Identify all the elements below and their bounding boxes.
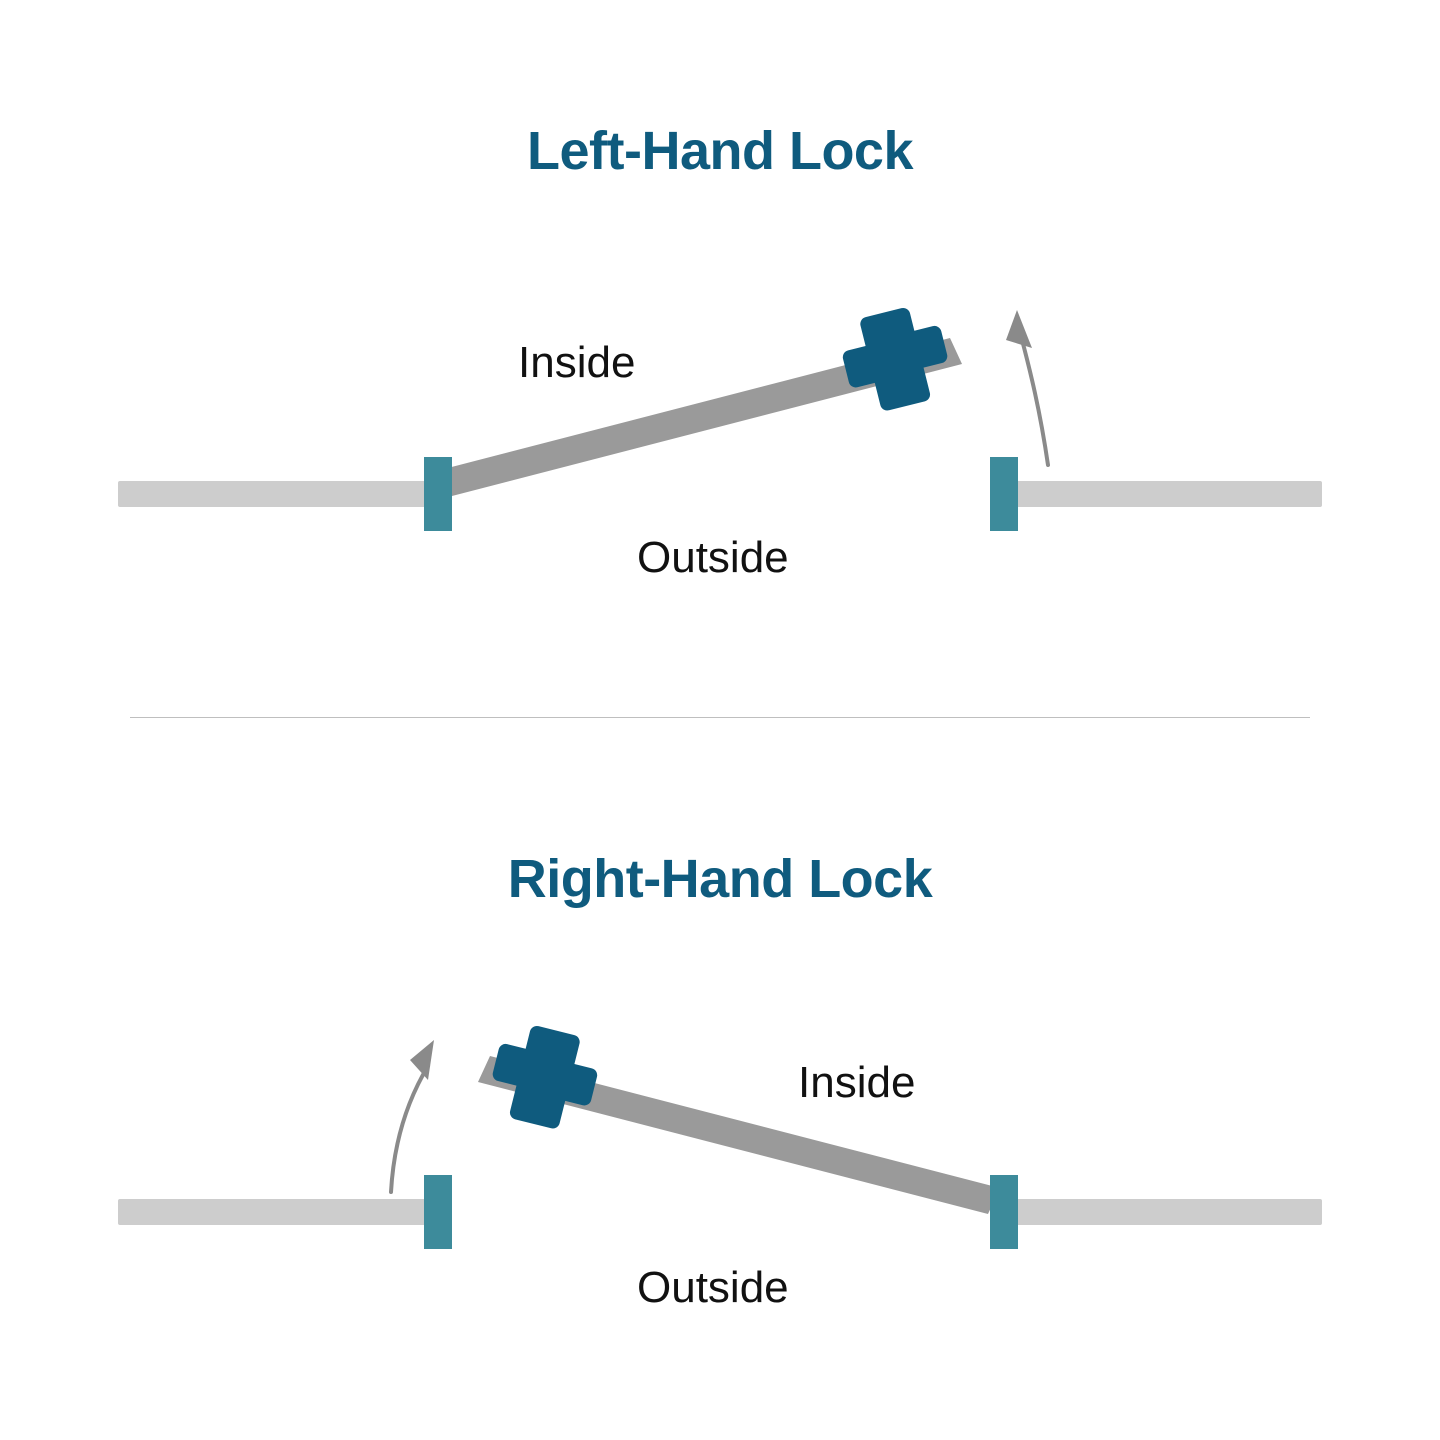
inside-label-left-hand: Inside	[518, 338, 636, 387]
wall-segment-left	[118, 1199, 438, 1225]
panel-left-hand-lock: Left-Hand Lock Inside Outside	[0, 0, 1440, 718]
outside-label-right-hand: Outside	[637, 1263, 789, 1312]
outside-label-left-hand: Outside	[637, 533, 789, 582]
panel-divider	[130, 717, 1310, 718]
wall-segment-right	[1004, 1199, 1322, 1225]
curved-arrow-icon	[1006, 310, 1050, 467]
door-panel	[440, 338, 962, 496]
page-title-right-hand: Right-Hand Lock	[507, 849, 933, 909]
door-jamb-marker-latch	[990, 457, 1018, 531]
lock-icon	[492, 1025, 598, 1129]
panel-right-hand-lock: Right-Hand Lock Inside Outside	[0, 718, 1440, 1440]
right-hand-lock-diagram	[118, 1025, 1322, 1249]
inside-label-right-hand: Inside	[798, 1058, 916, 1107]
lock-icon	[842, 307, 948, 411]
page-title-left-hand: Left-Hand Lock	[526, 121, 914, 181]
curved-arrow-icon	[389, 1040, 434, 1194]
left-hand-lock-diagram	[118, 307, 1322, 531]
wall-segment-left	[118, 481, 438, 507]
door-panel	[478, 1056, 1000, 1214]
door-jamb-marker-hinge	[424, 457, 452, 531]
door-jamb-marker-hinge	[990, 1175, 1018, 1249]
door-jamb-marker-latch	[424, 1175, 452, 1249]
wall-segment-right	[1004, 481, 1322, 507]
